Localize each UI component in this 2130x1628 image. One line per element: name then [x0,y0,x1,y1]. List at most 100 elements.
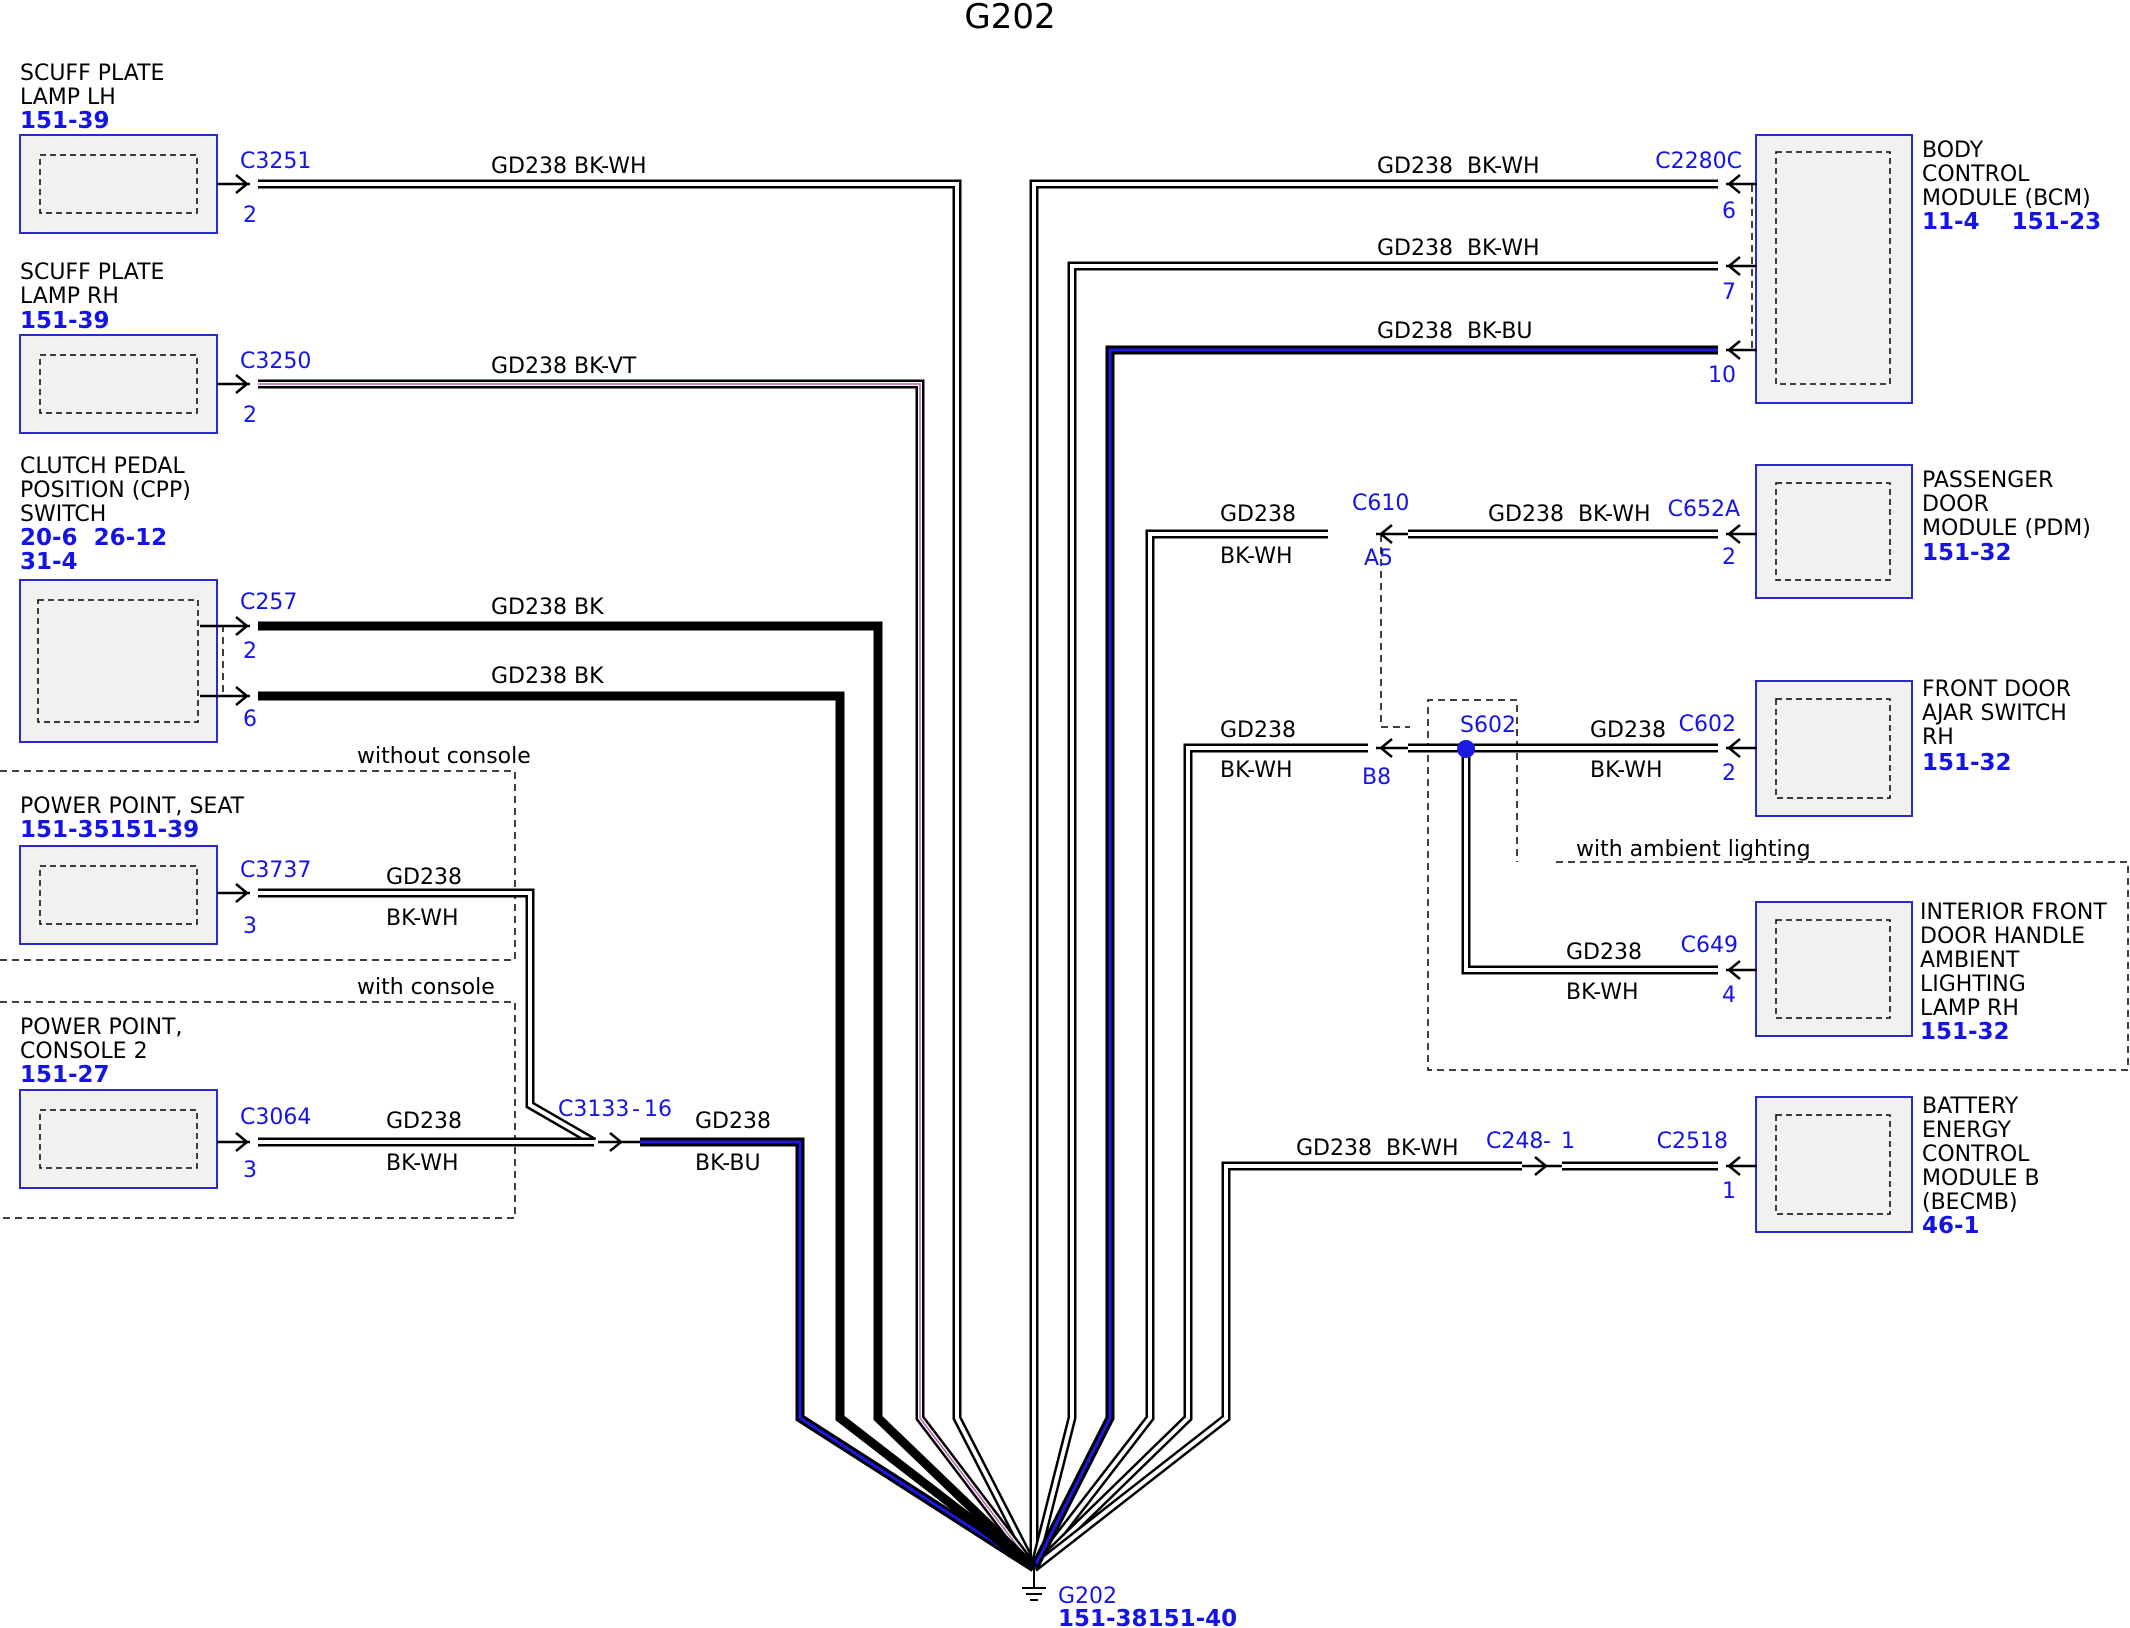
becmb-box [1755,1096,1913,1233]
wire-scuff-lh [258,179,1039,1571]
wires-bk-bu [640,345,1718,1572]
connector-c3251: C3251 [240,149,311,174]
pdm-ref[interactable]: 151-32 [1922,540,2012,566]
scuff-rh-name-2: LAMP RH [20,284,119,309]
wire-label-5a: GD238 [386,865,462,890]
pin-c2280c-6: 6 [1722,199,1736,224]
connector-c257: C257 [240,590,297,615]
front-door-ajar-switch-box [1755,680,1913,817]
bcm-box [1755,134,1913,404]
wire-c610-a5 [1030,529,1328,1571]
scuff-rh-ref[interactable]: 151-39 [20,308,110,334]
ifdh-name-4: LIGHTING [1920,972,2026,997]
pin-c3250: 2 [243,403,257,428]
becmb-name-3: CONTROL [1922,1142,2030,1167]
wire-label-6b: BK-WH [386,1151,459,1176]
ifdh-name-5: LAMP RH [1920,996,2019,1021]
arrow-c2518 [1726,1156,1757,1176]
wire-label-10: GD238 BK-BU [1377,319,1533,344]
wire-label-13a: GD238 [1220,718,1296,743]
connector-c248: C248 [1486,1129,1543,1154]
connector-c3737: C3737 [240,858,311,883]
cpp-switch-box [19,579,218,743]
with-console-box [0,1001,516,1219]
wire-c248 [1031,1161,1522,1572]
arrow-c2280c-10 [1726,340,1757,360]
pin-c3251: 2 [243,203,257,228]
pp-seat-name-1: POWER POINT, SEAT [20,794,245,819]
pp-seat-ref[interactable]: 151-35151-39 [20,817,199,843]
ifdh-name-1: INTERIOR FRONT [1920,900,2107,925]
wire-c257-6 [258,691,1037,1572]
cpp-ref-1[interactable]: 20-6 26-12 [20,525,167,551]
pin-c257-b: 6 [243,707,257,732]
fdas-ref[interactable]: 151-32 [1922,750,2012,776]
connector-c610: C610 [1352,491,1409,516]
arrow-c2280c-7 [1726,256,1757,276]
condition-ambient-lighting: with ambient lighting [1576,837,1811,862]
pin-c610-a5: A5 [1364,546,1393,571]
connector-c2518: C2518 [1657,1129,1728,1154]
arrow-c3250 [217,374,250,394]
connector-c3133-sep: - [632,1097,640,1122]
connector-c3133: C3133 [558,1097,629,1122]
wire-s602-c649 [1461,748,1718,975]
arrow-c3251 [217,174,250,194]
arrow-c257-2 [200,616,250,636]
ground-refs[interactable]: 151-38151-40 [1058,1606,1237,1628]
wire-label-15a: GD238 [1566,940,1642,965]
wire-label-3: GD238 BK [491,595,604,620]
component-boxes [19,134,218,1189]
arrow-c649 [1726,960,1757,980]
pdm-name-2: DOOR [1922,492,1989,517]
wire-label-11b: BK-WH [1220,544,1293,569]
pp-console-ref[interactable]: 151-27 [20,1062,110,1088]
pin-c3064: 3 [243,1158,257,1183]
arrow-c248 [1522,1156,1562,1176]
fdas-name-3: RH [1922,725,1954,750]
becmb-ref[interactable]: 46-1 [1922,1213,1980,1239]
arrow-c652a [1726,524,1757,544]
connector-c649: C649 [1681,933,1738,958]
becmb-name-2: ENERGY [1922,1118,2011,1143]
arrow-c602 [1726,738,1757,758]
pin-c2280c-7: 7 [1722,280,1736,305]
bcm-ref[interactable]: 11-4 151-23 [1922,209,2101,235]
cpp-name-1: CLUTCH PEDAL [20,454,185,479]
wire-label-14a: GD238 [1590,718,1666,743]
wire-label-8: GD238 BK-WH [1377,154,1540,179]
pin-c3737: 3 [243,914,257,939]
wires-bk [258,621,1038,1572]
wire-label-5b: BK-WH [386,906,459,931]
scuff-lh-ref[interactable]: 151-39 [20,108,110,134]
wire-bk-vt [258,379,1038,1571]
interior-front-door-handle-lamp-box [1755,901,1913,1037]
ground-name: G202 [1058,1584,1117,1609]
ambient-lighting-box [1427,699,2129,1071]
splice-s602: S602 [1460,713,1516,738]
wire-label-12: GD238 BK-WH [1488,502,1651,527]
cpp-name-2: POSITION (CPP) [20,478,191,503]
wire-label-11a: GD238 [1220,502,1296,527]
condition-with-console: with console [357,975,495,1000]
wire-label-1: GD238 BK-WH [491,154,647,179]
pin-c3133: 16 [644,1097,672,1122]
connector-arrows [200,174,1757,1176]
scuff-lh-name-1: SCUFF PLATE [20,61,164,86]
bcm-name-2: CONTROL [1922,162,2030,187]
arrow-c610-b8 [1376,738,1408,758]
pdm-name-3: MODULE (PDM) [1922,516,2091,541]
splice-s602-dot [1457,740,1475,758]
cpp-ref-2[interactable]: 31-4 [20,549,78,575]
pin-c652a: 2 [1722,545,1736,570]
connector-c602: C602 [1679,712,1736,737]
power-point-console-box [19,1089,218,1189]
wire-bcm-7 [1029,261,1718,1570]
connector-c248-sep: - [1543,1129,1551,1154]
ifdh-ref[interactable]: 151-32 [1920,1019,2010,1045]
connector-c3250: C3250 [240,349,311,374]
fdas-name-1: FRONT DOOR [1922,677,2071,702]
pin-c248: 1 [1561,1129,1575,1154]
wire-bcm-6 [1029,179,1718,1568]
